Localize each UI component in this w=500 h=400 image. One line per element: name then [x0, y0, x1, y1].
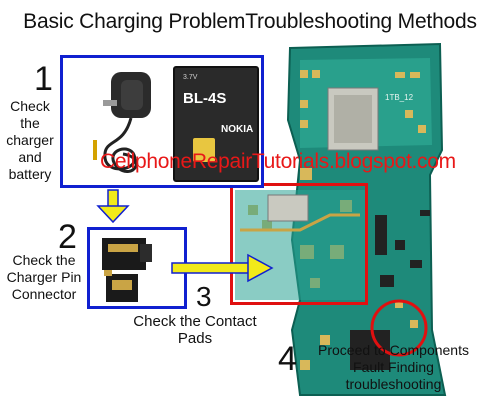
battery-brand: NOKIA — [221, 124, 254, 135]
connector-icon — [102, 238, 152, 302]
step2-label: Check the Charger Pin Connector — [6, 252, 82, 302]
watermark-text: CellphoneRepairTutorials.blogspot.com — [100, 150, 456, 173]
step4-label: Proceed to Components Fault Finding trou… — [318, 342, 469, 392]
step2-number: 2 — [58, 218, 77, 256]
charger-icon — [93, 72, 151, 174]
battery-model: BL-4S — [183, 90, 227, 107]
board-marking: 1TB_12 — [385, 93, 414, 102]
battery-hologram — [193, 138, 215, 162]
contact-pads-highlight — [230, 183, 368, 305]
arrow-right-icon — [171, 253, 274, 283]
battery-voltage: 3.7V — [183, 74, 198, 81]
step1-box: 3.7V BL-4S NOKIA — [60, 55, 264, 188]
step1-label: Check the charger and battery — [6, 98, 54, 182]
step1-number: 1 — [34, 60, 53, 98]
step3-label: Check the Contact Pads — [133, 313, 257, 347]
arrow-down-icon — [96, 189, 130, 224]
step3-number: 3 — [196, 281, 212, 312]
battery-icon: 3.7V BL-4S NOKIA — [173, 66, 259, 182]
page-title: Basic Charging ProblemTroubleshooting Me… — [23, 10, 477, 33]
step4-number: 4 — [278, 340, 297, 378]
